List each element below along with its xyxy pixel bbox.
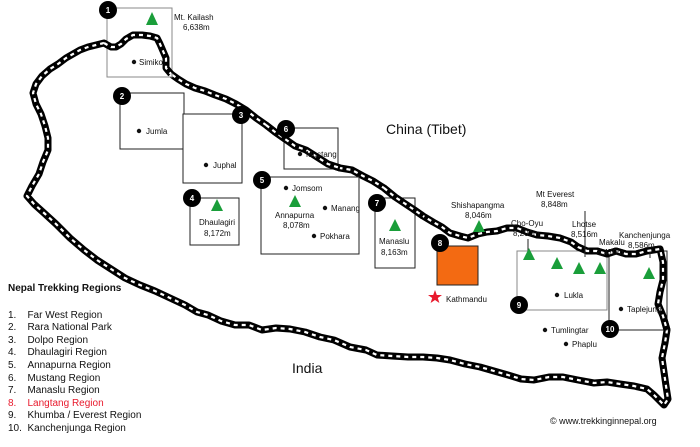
town-dot-tumlingtar: [542, 327, 548, 333]
peak-name-everest: Mt Everest: [536, 190, 575, 199]
region-badge-3: [232, 106, 250, 124]
peak-height-kailash: 6,638m: [183, 23, 210, 32]
town-dot-simikot: [131, 59, 137, 65]
town-label-juphal: Juphal: [213, 161, 237, 170]
region-number-4: 4: [190, 194, 195, 203]
region-badge-5: [253, 171, 271, 189]
region-box-9: [516, 250, 608, 311]
town-label-jumla: Jumla: [146, 127, 168, 136]
peak-icon-annapurna: [289, 195, 301, 207]
region-box-3: [182, 113, 243, 184]
legend-item: 7. Manaslu Region: [8, 385, 100, 397]
town-dot-manang: [322, 205, 328, 211]
peak-height-lhotse: 8,516m: [571, 230, 598, 239]
peak-name-annapurna: Annapurna: [275, 211, 315, 220]
legend-item: 2. Rara National Park: [8, 322, 112, 334]
peak-icon-kanchenjunga: [643, 267, 655, 279]
town-dot-phaplu: [563, 341, 569, 347]
legend-title: Nepal Trekking Regions: [8, 283, 122, 294]
region-number-1: 1: [106, 6, 111, 15]
peak-height-manaslu: 8,163m: [381, 248, 408, 257]
peak-height-everest: 8,848m: [541, 200, 568, 209]
peak-name-makalu: Makalu: [599, 238, 625, 247]
region-box-8: [436, 245, 479, 286]
region-badge-4: [183, 189, 201, 207]
town-label-phaplu: Phaplu: [572, 340, 597, 349]
town-dot-juphal: [203, 162, 209, 168]
region-box-5: [260, 176, 360, 255]
peak-icon-makalu: [594, 262, 606, 274]
peak-height-dhaulagiri: 8,172m: [204, 229, 231, 238]
region-badge-2: [113, 87, 131, 105]
region-badge-6: [277, 120, 295, 138]
country-label-china: China (Tibet): [386, 121, 466, 137]
region-badge-10: [601, 320, 619, 338]
town-dot-jomsom: [283, 185, 289, 191]
peak-name-dhaulagiri: Dhaulagiri: [199, 218, 235, 227]
town-label-tumlingtar: Tumlingtar: [551, 326, 589, 335]
town-label-pokhara: Pokhara: [320, 232, 350, 241]
region-number-7: 7: [375, 199, 380, 208]
legend-item: 6. Mustang Region: [8, 372, 101, 384]
copyright-credit: © www.trekkinginnepal.org: [550, 416, 657, 426]
region-box-2: [119, 92, 185, 150]
town-label-mustang: Mustang: [306, 150, 337, 159]
legend-item: 5. Annapurna Region: [8, 359, 111, 371]
town-dot-mustang: [297, 151, 303, 157]
region-number-3: 3: [239, 111, 244, 120]
region-number-10: 10: [606, 325, 615, 334]
legend-item: 10. Kanchenjunga Region: [8, 422, 126, 434]
town-dot-taplejung: [618, 306, 624, 312]
legend-item: 1. Far West Region: [8, 309, 103, 321]
town-dot-pokhara: [311, 233, 317, 239]
country-label-india: India: [292, 360, 323, 376]
peak-height-cho-oyu: 8,201m: [513, 229, 540, 238]
legend-item: 4. Dhaulagiri Region: [8, 347, 107, 359]
capital-label-kathmandu: Kathmandu: [446, 295, 487, 304]
peak-icon-manaslu: [389, 219, 401, 231]
capital-star-icon: [428, 290, 442, 303]
peak-name-shishapangma: Shishapangma: [451, 201, 505, 210]
region-number-5: 5: [260, 176, 265, 185]
region-badge-9: [510, 296, 528, 314]
peak-icon-cho-oyu: [523, 248, 535, 260]
region-number-2: 2: [120, 92, 125, 101]
town-label-jomsom: Jomsom: [292, 184, 323, 193]
peak-icon-shishapangma: [473, 220, 485, 232]
legend-item-highlighted: 8. Langtang Region: [8, 397, 104, 409]
town-label-taplejung: Taplejung: [627, 305, 661, 314]
town-label-simikot: Simikot: [139, 58, 166, 67]
peak-icon-everest: [551, 257, 563, 269]
town-label-manang: Manang: [331, 204, 360, 213]
peak-name-kailash: Mt. Kailash: [174, 13, 214, 22]
region-badge-7: [368, 194, 386, 212]
peak-icon-kailash: [146, 12, 158, 25]
peak-name-cho-oyu: Cho-Oyu: [511, 219, 543, 228]
peak-name-manaslu: Manaslu: [379, 237, 409, 246]
peak-height-annapurna: 8,078m: [283, 221, 310, 230]
peak-height-shishapangma: 8,046m: [465, 211, 492, 220]
legend-item: 9. Khumba / Everest Region: [8, 410, 142, 422]
region-number-9: 9: [517, 301, 522, 310]
region-badge-8: [431, 234, 449, 252]
legend: Nepal Trekking Regions 1. Far West Regio…: [8, 283, 141, 436]
region-number-6: 6: [284, 125, 289, 134]
peak-height-kanchenjunga: 8,586m: [628, 241, 655, 250]
peak-icon-dhaulagiri: [211, 199, 223, 211]
region-number-8: 8: [438, 239, 443, 248]
town-dot-jumla: [136, 128, 142, 134]
town-label-lukla: Lukla: [564, 291, 584, 300]
legend-item: 3. Dolpo Region: [8, 334, 89, 346]
region-badge-1: [99, 1, 117, 19]
peak-name-kanchenjunga: Kanchenjunga: [619, 231, 671, 240]
peak-height-makalu: 8,470m: [597, 248, 624, 257]
peak-icon-lhotse: [573, 262, 585, 274]
town-dot-lukla: [554, 292, 560, 298]
peak-name-lhotse: Lhotse: [572, 220, 597, 229]
